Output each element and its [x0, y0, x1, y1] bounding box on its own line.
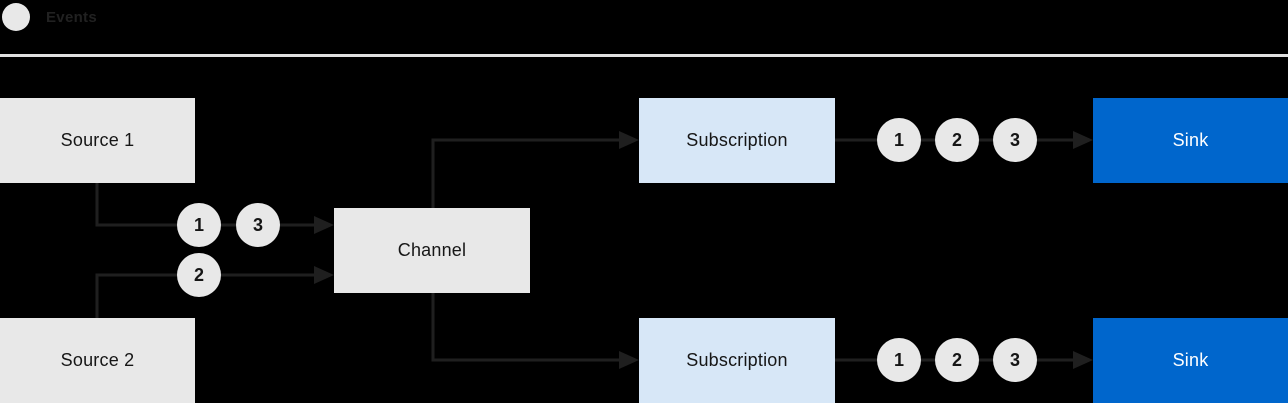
event-marker-1: 1 [877, 338, 921, 382]
arrowhead-sink-bottom-in [1073, 351, 1093, 369]
connector-channel-to-subscription-top [431, 138, 622, 208]
node-sink-bottom-label: Sink [1172, 350, 1209, 370]
event-marker-3: 3 [993, 118, 1037, 162]
event-marker-2: 2 [177, 253, 221, 297]
event-marker-1: 1 [877, 118, 921, 162]
legend: Events [2, 2, 97, 32]
node-channel-label: Channel [397, 240, 467, 260]
node-subscription-bottom: Subscription [639, 318, 835, 403]
node-source-2-label: Source 2 [60, 350, 135, 370]
arrowhead-subscription-top-in [619, 131, 639, 149]
node-subscription-top-label: Subscription [686, 130, 788, 150]
node-source-2: Source 2 [0, 318, 195, 403]
event-marker-2: 2 [935, 338, 979, 382]
arrowhead-channel-bottom-in [314, 266, 334, 284]
arrowhead-sink-top-in [1073, 131, 1093, 149]
node-sink-bottom: Sink [1093, 318, 1288, 403]
event-marker-1: 1 [177, 203, 221, 247]
event-marker-3: 3 [236, 203, 280, 247]
node-subscription-bottom-label: Subscription [686, 350, 788, 370]
node-sink-top: Sink [1093, 98, 1288, 183]
arrowhead-channel-top-in [314, 216, 334, 234]
connector-channel-to-subscription-bottom [431, 293, 622, 362]
divider-line [0, 54, 1288, 57]
event-marker-3: 3 [993, 338, 1037, 382]
node-subscription-top: Subscription [639, 98, 835, 183]
event-marker-2: 2 [935, 118, 979, 162]
event-legend-icon [2, 3, 30, 31]
node-source-1: Source 1 [0, 98, 195, 183]
legend-label: Events [46, 8, 97, 26]
node-sink-top-label: Sink [1172, 130, 1209, 150]
node-source-1-label: Source 1 [60, 130, 135, 150]
node-channel: Channel [334, 208, 530, 293]
connector-source2-to-channel [95, 273, 318, 318]
arrowhead-subscription-bottom-in [619, 351, 639, 369]
